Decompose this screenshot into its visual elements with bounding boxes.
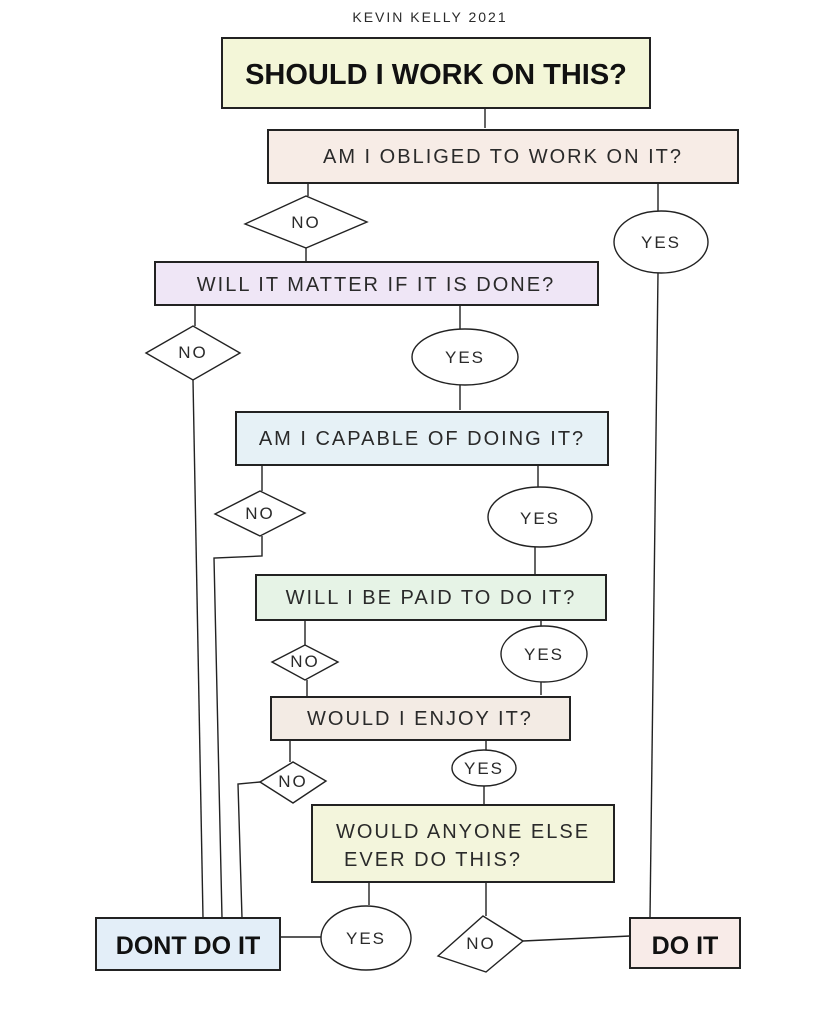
svg-text:EVER DO THIS?: EVER DO THIS?: [344, 849, 522, 871]
svg-text:AM I OBLIGED TO WORK ON IT?: AM I OBLIGED TO WORK ON IT?: [323, 146, 683, 168]
answer-yes-ellipse: YES: [320, 905, 412, 971]
svg-text:NO: NO: [245, 504, 275, 523]
svg-text:NO: NO: [466, 934, 496, 953]
question-matter: WILL IT MATTER IF IT IS DONE?: [154, 261, 599, 306]
answer-no-diamond: NO: [243, 195, 369, 249]
answer-yes-ellipse: YES: [411, 328, 519, 386]
svg-text:NO: NO: [278, 772, 308, 791]
answer-no-diamond: NO: [270, 644, 340, 681]
author-credit: KEVIN KELLY 2021: [352, 9, 507, 25]
svg-text:NO: NO: [291, 213, 321, 232]
svg-text:YES: YES: [524, 645, 564, 664]
question-paid: WILL I BE PAID TO DO IT?: [255, 574, 607, 621]
svg-text:WILL IT MATTER IF IT IS DONE?: WILL IT MATTER IF IT IS DONE?: [197, 274, 555, 296]
title-box: SHOULD I WORK ON THIS?: [221, 37, 651, 109]
question-anyone-else: WOULD ANYONE ELSE EVER DO THIS?: [311, 804, 615, 883]
svg-text:YES: YES: [445, 348, 485, 367]
svg-text:WOULD I ENJOY IT?: WOULD I ENJOY IT?: [307, 708, 533, 730]
answer-no-diamond: NO: [213, 490, 307, 537]
svg-text:AM I CAPABLE OF DOING IT?: AM I CAPABLE OF DOING IT?: [259, 428, 585, 450]
answer-yes-ellipse: YES: [500, 625, 588, 683]
outcome-dont-do-it: DONT DO IT: [95, 917, 281, 971]
answer-no-diamond: NO: [436, 915, 525, 973]
answer-no-diamond: NO: [144, 325, 242, 381]
answer-no-diamond: NO: [258, 761, 328, 804]
answer-yes-ellipse: YES: [451, 749, 517, 787]
svg-text:DO IT: DO IT: [652, 932, 719, 960]
answer-yes-ellipse: YES: [613, 210, 709, 274]
answer-yes-ellipse: YES: [487, 486, 593, 548]
svg-text:YES: YES: [641, 233, 681, 252]
svg-text:YES: YES: [520, 509, 560, 528]
svg-text:YES: YES: [464, 759, 504, 778]
outcome-do-it: DO IT: [629, 917, 741, 969]
svg-text:WILL I BE PAID TO DO IT?: WILL I BE PAID TO DO IT?: [286, 587, 577, 609]
question-capable: AM I CAPABLE OF DOING IT?: [235, 411, 609, 466]
question-obliged: AM I OBLIGED TO WORK ON IT?: [267, 129, 739, 184]
title-text: SHOULD I WORK ON THIS?: [245, 59, 627, 91]
question-enjoy: WOULD I ENJOY IT?: [270, 696, 571, 741]
svg-text:YES: YES: [346, 929, 386, 948]
svg-text:DONT DO IT: DONT DO IT: [116, 932, 260, 960]
svg-text:WOULD ANYONE ELSE: WOULD ANYONE ELSE: [336, 821, 590, 843]
svg-text:NO: NO: [178, 343, 208, 362]
svg-text:NO: NO: [290, 652, 320, 671]
